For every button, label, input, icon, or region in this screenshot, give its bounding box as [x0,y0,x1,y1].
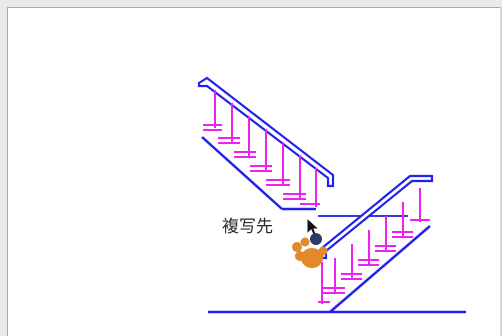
stair-lower[interactable] [318,174,434,313]
copy-destination-label: 複写先 [222,217,273,237]
paw-print-icon [292,233,328,268]
stair-upper-steps [203,90,320,207]
stair-lower-handrail [320,174,434,260]
stair-lower-steps [318,188,430,304]
window-edge [500,7,502,336]
stair-upper[interactable] [197,76,335,211]
stair-lower-stringer [329,225,431,313]
stair-upper-stringer [201,136,283,210]
